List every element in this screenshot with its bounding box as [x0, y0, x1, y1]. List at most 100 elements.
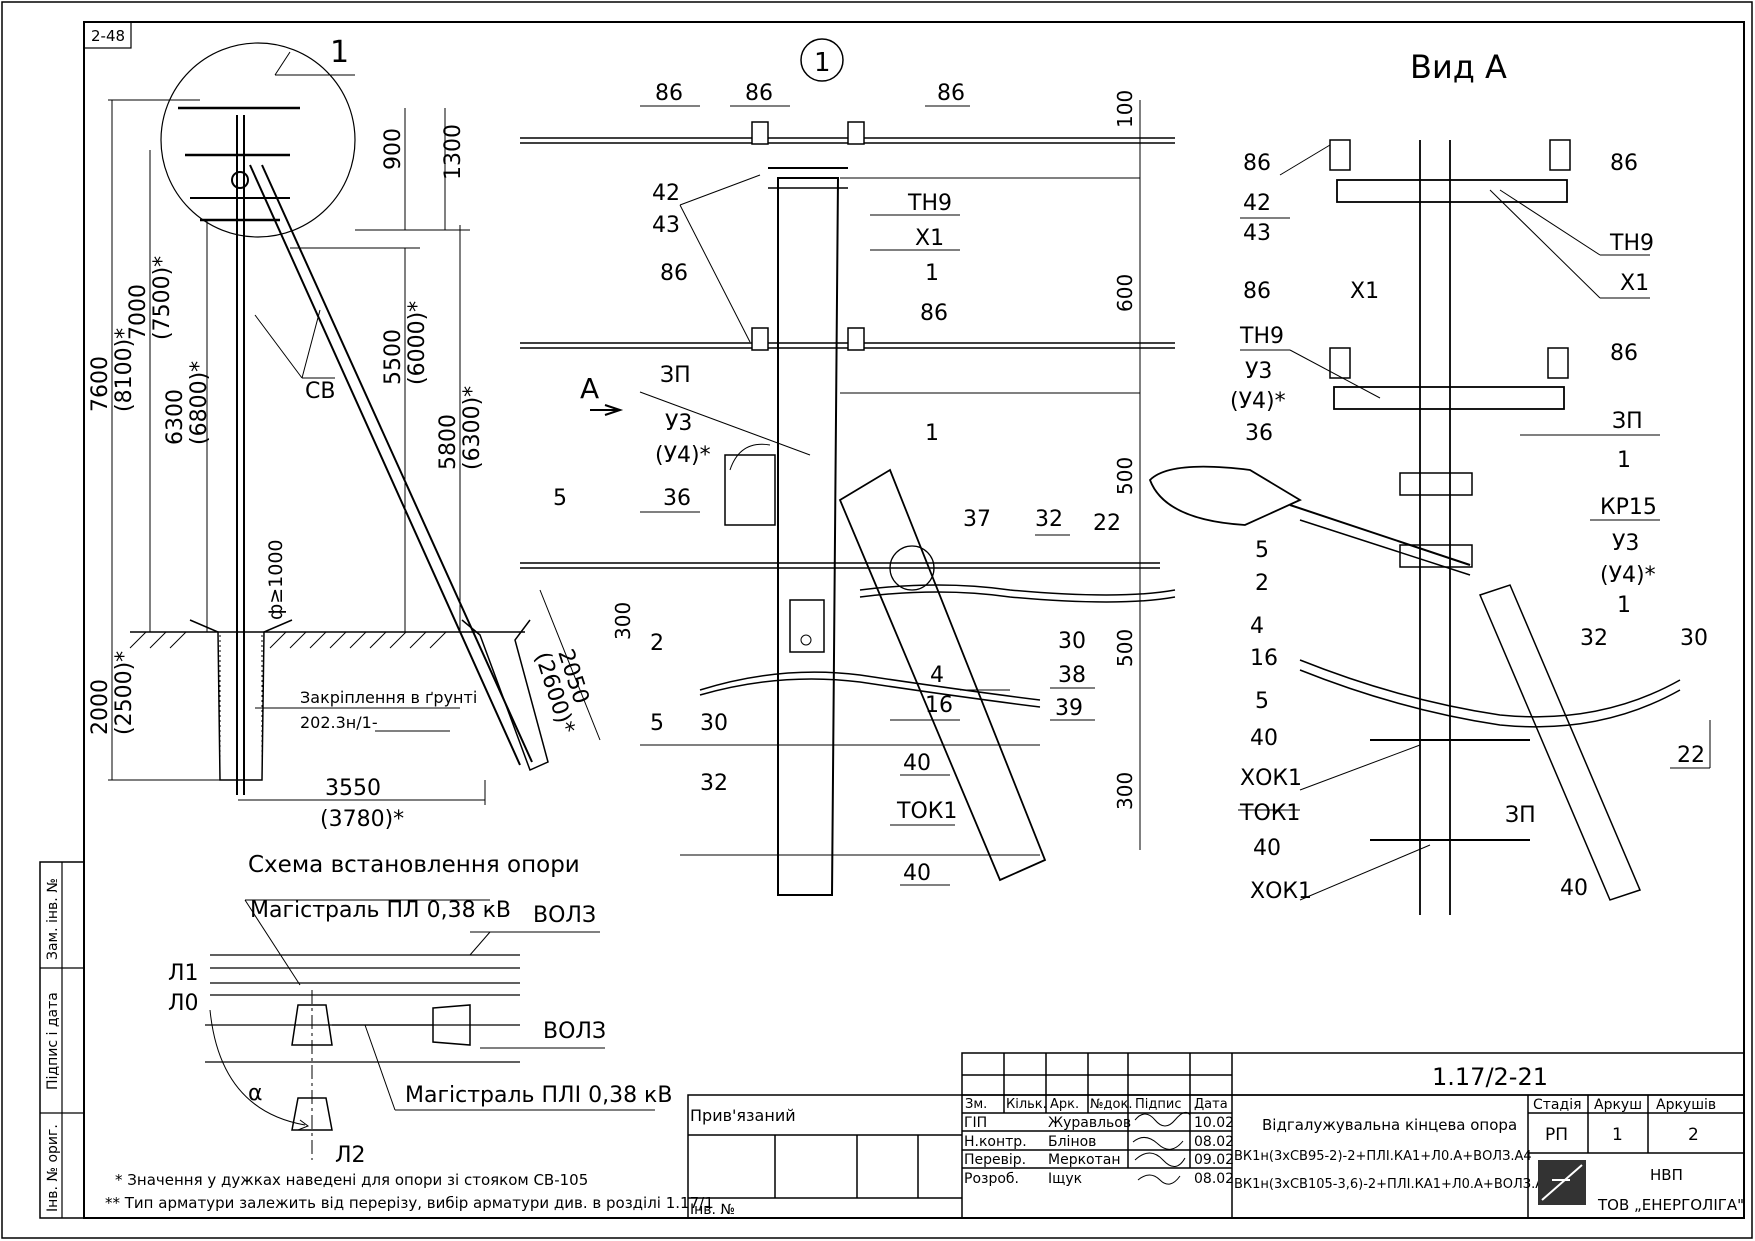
dim-phi: ф≥1000: [265, 539, 287, 620]
mid-37: 37: [963, 507, 991, 532]
mid-5a: 5: [553, 486, 567, 511]
stamp-name-1: Блінов: [1048, 1134, 1096, 1150]
ra-tok1: ТОК1: [1239, 801, 1300, 826]
dim-7600: 7600: [88, 356, 113, 412]
mid-5b: 5: [650, 711, 664, 736]
ra-u3-1: У3: [1245, 359, 1272, 384]
signature-3: [1134, 1152, 1186, 1167]
signature-2: [1132, 1137, 1184, 1150]
ra-86-1: 86: [1243, 151, 1271, 176]
stamp-sheets: 2: [1688, 1125, 1699, 1145]
mid-22: 22: [1093, 511, 1121, 536]
dim-100: 100: [1113, 90, 1137, 128]
dim-5800: 5800: [436, 414, 461, 470]
dim-6000: (6000)*: [405, 301, 430, 385]
detail-1-view: 1 100 600: [520, 38, 1176, 896]
mid-th9: ТН9: [907, 191, 952, 216]
mid-86-4: 86: [660, 261, 688, 286]
stamp-h-kilk: Кільк.: [1006, 1097, 1047, 1112]
stamp-h-doc: №док.: [1090, 1097, 1132, 1112]
sheet-tag-box: [83, 21, 132, 49]
stamp-doc-code: 1.17/2-21: [1432, 1063, 1548, 1091]
sign-date-label: Підпис і дата: [45, 992, 61, 1090]
ra-zp-1: ЗП: [1612, 409, 1643, 434]
ra-1b: 1: [1617, 593, 1631, 618]
stamp-name-2: Меркотан: [1048, 1152, 1121, 1168]
dim-1300: 1300: [441, 124, 466, 180]
ra-43: 43: [1243, 221, 1271, 246]
signature-1: [1134, 1111, 1191, 1127]
dim-3550: 3550: [325, 776, 381, 801]
dim-5500: 5500: [381, 329, 406, 385]
stamp-sheet-h: Аркуш: [1594, 1097, 1642, 1113]
dim-6300b: (6300)*: [460, 386, 485, 470]
dim-7500: (7500)*: [150, 256, 175, 340]
side-stamp: Інв. № ориг. Підпис і дата Зам. інв. №: [39, 861, 85, 1219]
ground-ref: 202.3н/1-: [300, 713, 378, 732]
dim-6300: 6300: [163, 389, 188, 445]
mid-39: 39: [1055, 696, 1083, 721]
detail-circle: [160, 42, 356, 238]
dim-600: 600: [1113, 274, 1137, 312]
ra-40c: 40: [1560, 876, 1588, 901]
stamp-role-3: Розроб.: [964, 1171, 1019, 1187]
stamp-sheet: 1: [1612, 1125, 1623, 1145]
stamp-role-2: Перевір.: [964, 1152, 1026, 1168]
mid-30a: 30: [1058, 629, 1086, 654]
ra-4: 4: [1250, 614, 1264, 639]
signature-4: [1137, 1174, 1181, 1185]
stamp-stage: РП: [1545, 1125, 1568, 1145]
ra-x1-1: Х1: [1620, 271, 1649, 296]
ra-th9-1: ТН9: [1609, 231, 1654, 256]
ra-1a: 1: [1617, 448, 1631, 473]
dim-8100: (8100)*: [112, 328, 137, 412]
dim-300l: 300: [611, 602, 635, 640]
stamp-h-zm: Зм.: [965, 1097, 987, 1112]
mid-u4: (У4)*: [655, 443, 711, 468]
scheme-vols-mid: ВОЛЗ: [543, 1019, 606, 1044]
ra-22: 22: [1677, 743, 1705, 768]
mid-32a: 32: [1035, 507, 1063, 532]
scheme-main-pl: Магістраль ПЛ 0,38 кВ: [250, 898, 511, 923]
mid-86-5: 86: [920, 301, 948, 326]
scheme-vols-top: ВОЛЗ: [533, 903, 596, 928]
stamp-title-2: ВК1н(3хСВ95-2)-2+ПЛІ.КА1+Л0.А+ВОЛЗ.А4: [1234, 1149, 1532, 1164]
sheet-tag: 2-48: [91, 27, 125, 45]
stamp-title-1: Відгалужувальна кінцева опора: [1262, 1116, 1517, 1134]
ra-5b: 5: [1255, 689, 1269, 714]
mid-43: 43: [652, 213, 680, 238]
mid-86-3: 86: [937, 81, 965, 106]
dim-900: 900: [381, 128, 406, 170]
mid-32b: 32: [700, 771, 728, 796]
ra-32: 32: [1580, 626, 1608, 651]
ra-42: 42: [1243, 191, 1271, 216]
dim-500a: 500: [1113, 457, 1137, 495]
ra-30: 30: [1680, 626, 1708, 651]
pole-installation-view: 1: [88, 35, 601, 878]
stamp-date-3: 08.02: [1194, 1171, 1234, 1187]
view-a: Вид А 86 86 42 43 ТН9 Х1: [1148, 48, 1711, 915]
stamp-company-2: ТОВ „ЕНЕРГОЛІГА": [1597, 1196, 1744, 1214]
dim-3780: (3780)*: [320, 807, 404, 832]
ra-u3-2: У3: [1612, 531, 1639, 556]
ra-kp15: КР15: [1600, 495, 1657, 520]
stamp-sheets-h: Аркушів: [1656, 1097, 1716, 1113]
dim-300r: 300: [1113, 772, 1137, 810]
scheme-title: Схема встановлення опори: [248, 852, 580, 878]
stamp-stage-h: Стадія: [1533, 1097, 1582, 1113]
stamp-role-0: ГІП: [964, 1115, 987, 1131]
ra-86-3: 86: [1243, 279, 1271, 304]
stamp-linked: Прив'язаний: [690, 1106, 796, 1125]
mid-40b: 40: [903, 861, 931, 886]
mid-30b: 30: [700, 711, 728, 736]
stamp-name-3: Іщук: [1048, 1171, 1082, 1187]
ra-40b: 40: [1253, 836, 1281, 861]
stamp-date-1: 08.02: [1194, 1134, 1234, 1150]
stamp-date-2: 09.02: [1194, 1152, 1234, 1168]
scheme-l2: Л2: [335, 1143, 366, 1168]
mid-4: 4: [930, 663, 944, 688]
ra-xok1-2: ХОК1: [1250, 879, 1312, 904]
dim-7000: 7000: [126, 284, 151, 340]
ra-zp-2: ЗП: [1505, 803, 1536, 828]
scheme-l1: Л1: [168, 961, 199, 986]
